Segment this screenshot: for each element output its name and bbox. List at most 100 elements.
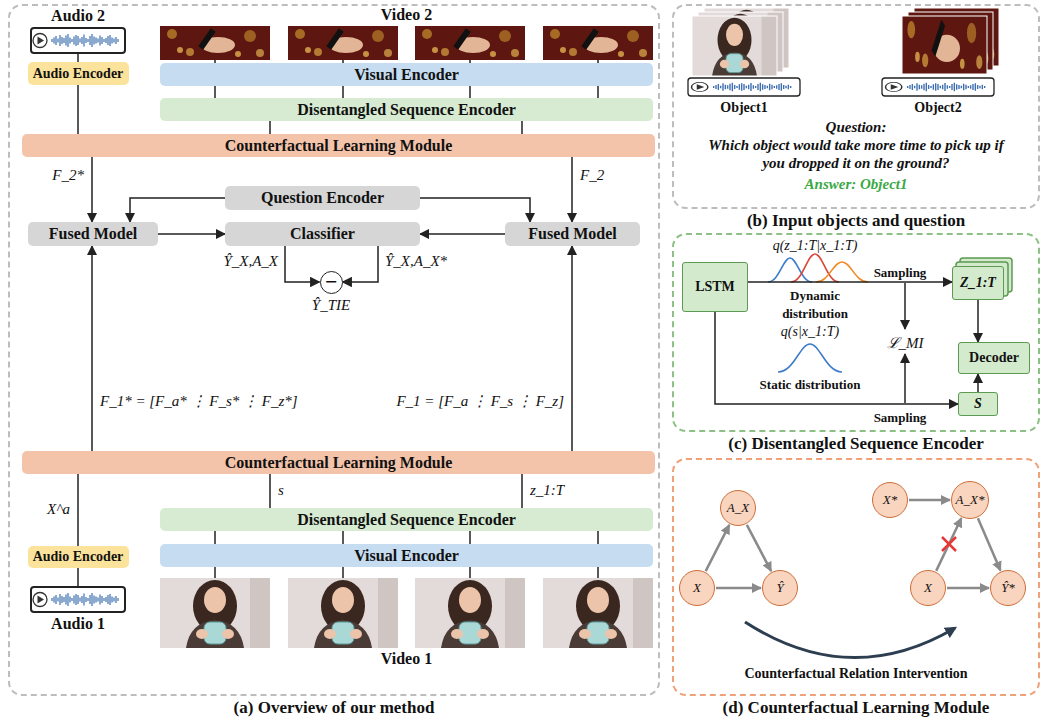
counterfactual-module: Counterfactual Learning Module [22, 134, 655, 157]
heading-text: Audio 2 [0, 7, 184, 25]
box-text: LSTM [695, 279, 735, 295]
object-clip: Object1 [686, 8, 802, 98]
audio-clip: Audio 1 [30, 586, 126, 613]
note-text: Counterfactual Relation Intervention [744, 666, 967, 681]
connector [77, 54, 79, 62]
box-text: A_X [727, 500, 749, 516]
label-holder: Which object would take more time to pic… [704, 136, 1009, 172]
connector [342, 567, 344, 578]
connector [91, 246, 93, 451]
connector [469, 86, 471, 98]
connector [214, 531, 216, 544]
box-text: Ŷ* [1001, 580, 1015, 596]
box-text: Audio Encoder [33, 549, 124, 565]
connector [420, 233, 505, 235]
connector [269, 474, 271, 508]
note-text: q(s|x_1:T) [781, 324, 839, 339]
connector [597, 567, 599, 578]
box-text: Audio Encoder [33, 66, 124, 82]
box-text: A_X* [956, 492, 985, 508]
note-text: ℒ_MI [887, 335, 924, 351]
connector [214, 86, 216, 98]
connector [91, 157, 93, 222]
edge-label: Ŷ_X,A_X [221, 253, 280, 269]
box-text: X [693, 580, 701, 596]
edge-label: s [276, 482, 286, 498]
heading-text: (d) Counterfactual Learning Module [614, 698, 1047, 718]
latent-box: Z_1:T [952, 266, 1004, 300]
label-holder: z_1:T [528, 481, 566, 499]
static-box: S [958, 392, 998, 416]
label-holder: q(z_1:T|x_1:T) [773, 236, 858, 254]
classifier: Classifier [225, 222, 420, 246]
label-holder: s [276, 481, 286, 499]
counterfactual-module: Counterfactual Learning Module [22, 451, 655, 474]
connector [469, 531, 471, 544]
connector [571, 157, 573, 222]
label-holder: Answer: Object1 [805, 175, 908, 193]
box-text: Classifier [290, 225, 355, 243]
label-holder: Dynamic distribution [760, 286, 870, 322]
box-text: Counterfactual Learning Module [225, 137, 453, 155]
audio-encoder: Audio Encoder [28, 62, 129, 85]
box-text: Fused Model [49, 225, 137, 243]
box-text: Disentangled Sequence Encoder [297, 511, 516, 529]
box-text: Question Encoder [261, 189, 384, 207]
box-text: Disentangled Sequence Encoder [297, 101, 516, 119]
note-text: Dynamic distribution [782, 288, 848, 321]
note-text: Answer: Object1 [805, 176, 908, 192]
edge-label: X^a [45, 501, 72, 517]
edge-label: F_2* [50, 167, 86, 183]
connector [977, 300, 979, 342]
sequence-encoder: Disentangled Sequence Encoder [160, 508, 653, 531]
heading-text: (a) Overview of our method [0, 698, 718, 718]
heading-text: Audio 1 [0, 615, 184, 633]
sequence-encoder: Disentangled Sequence Encoder [160, 98, 653, 121]
box-text: Fused Model [528, 225, 616, 243]
fused-model: Fused Model [505, 222, 640, 246]
connector [130, 198, 225, 222]
label-holder: Question: [826, 118, 887, 136]
edge-label: Ŷ_X,A_X* [383, 253, 449, 269]
box-text: Ŷ [776, 580, 783, 596]
label-holder: Counterfactual Relation Intervention [744, 664, 967, 682]
label-holder: Static distribution [760, 375, 861, 393]
box-text: X [924, 580, 932, 596]
note-text: Question: [826, 119, 887, 135]
note-text: Ŷ_TIE [312, 297, 350, 313]
connector [748, 281, 952, 283]
connector [947, 587, 989, 590]
connector [716, 587, 761, 590]
causal-node: X [910, 570, 946, 606]
connector [420, 198, 530, 222]
note-text: Which object would take more time to pic… [708, 137, 1003, 171]
label-holder: Ŷ_X,A_X* [383, 252, 449, 270]
causal-node: Ŷ [762, 570, 798, 606]
subtract-op: − [320, 271, 343, 294]
note-text: q(z_1:T|x_1:T) [773, 238, 858, 253]
decoder-box: Decoder [958, 342, 1030, 374]
edge-label: F_1* = [F_a* ⋮ F_s* ⋮ F_z*] [98, 393, 300, 409]
edge-label: F_1 = [F_a ⋮ F_s ⋮ F_z] [394, 393, 566, 409]
causal-node: A_X* [951, 481, 989, 519]
connector [469, 567, 471, 578]
connector [214, 567, 216, 578]
visual-encoder: Visual Encoder [160, 63, 653, 86]
edge-label: Sampling [872, 265, 929, 280]
connector [597, 86, 599, 98]
connector [977, 374, 979, 392]
box-text: S [974, 396, 982, 412]
connector [77, 85, 79, 134]
connector [521, 121, 523, 134]
label-holder: q(s|x_1:T) [781, 322, 839, 340]
method-panel: (a) Overview of our methodAudio 2Video 2… [8, 4, 660, 696]
connector [343, 246, 379, 282]
box-text: Decoder [969, 350, 1019, 366]
label-holder: F_2* [50, 166, 86, 184]
causal-node: A_X [720, 490, 756, 526]
audio-encoder: Audio Encoder [28, 546, 129, 568]
box-text: Visual Encoder [354, 66, 459, 84]
connector [269, 121, 271, 134]
label-holder: F_2 [578, 166, 606, 184]
